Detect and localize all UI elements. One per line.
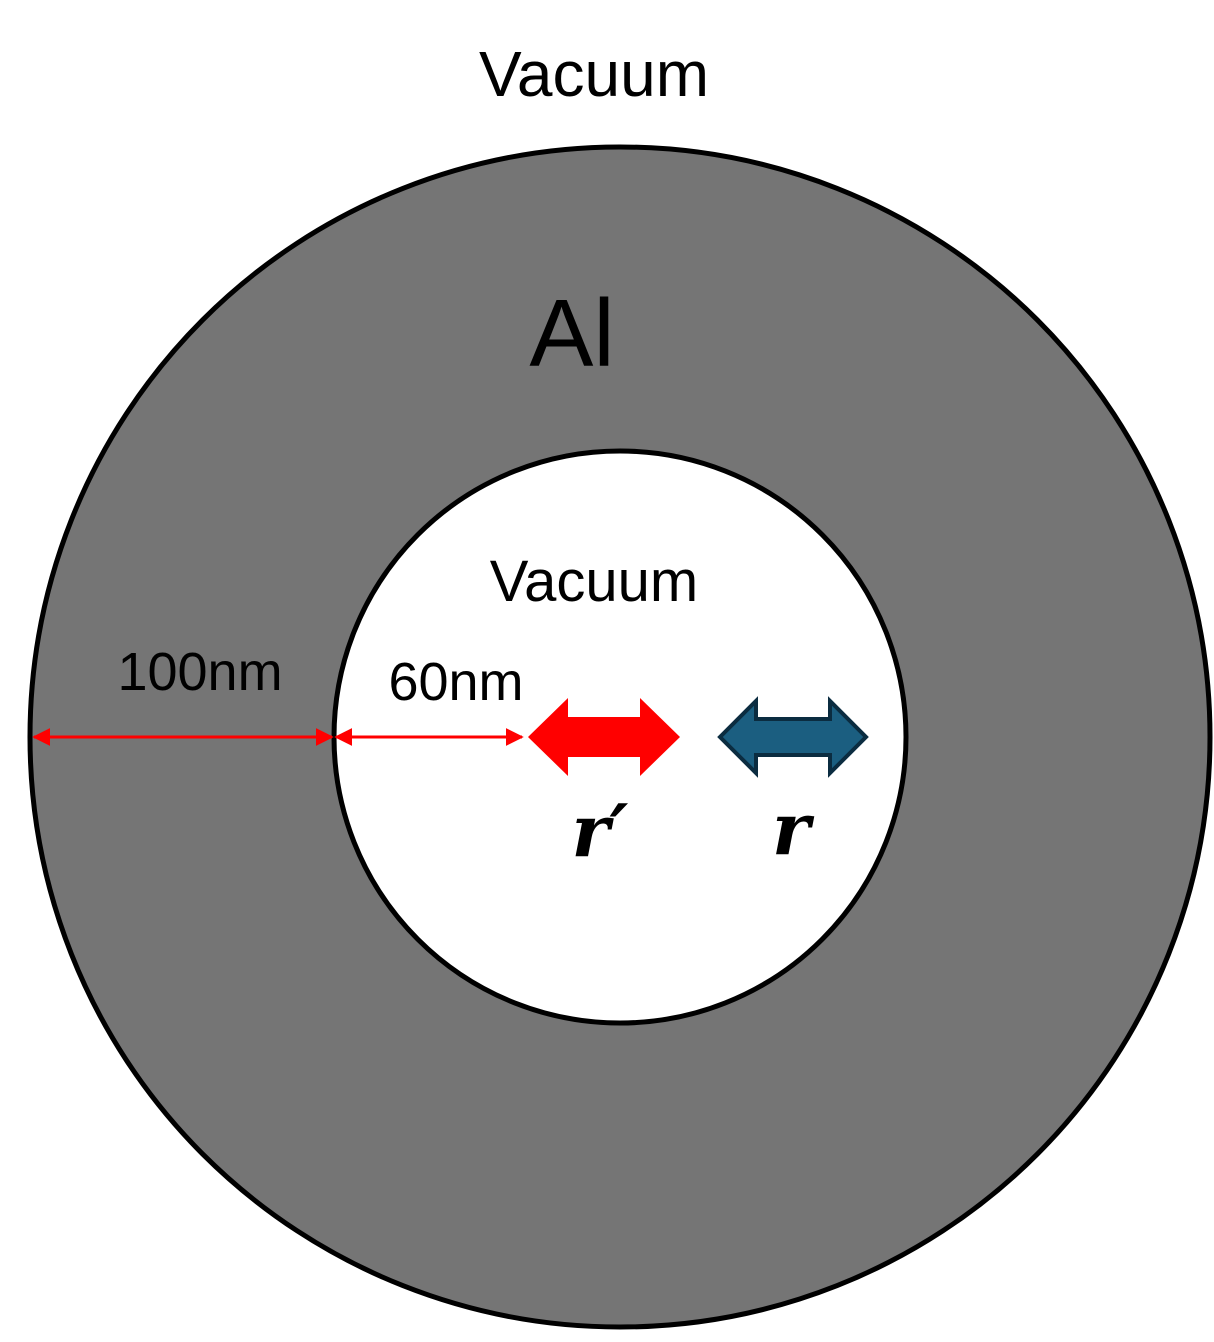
shell-thickness-label: 100nm (117, 642, 282, 702)
outer-vacuum-label: Vacuum (479, 38, 709, 110)
double-arrow-icon (717, 696, 869, 778)
double-arrow-icon (528, 698, 680, 776)
inner-offset-label: 60nm (388, 652, 523, 712)
aluminum-label: Al (529, 280, 614, 387)
inner-vacuum-label: Vacuum (490, 549, 698, 614)
field-point-label: r (772, 786, 815, 871)
source-point-label: r′ (572, 788, 629, 873)
